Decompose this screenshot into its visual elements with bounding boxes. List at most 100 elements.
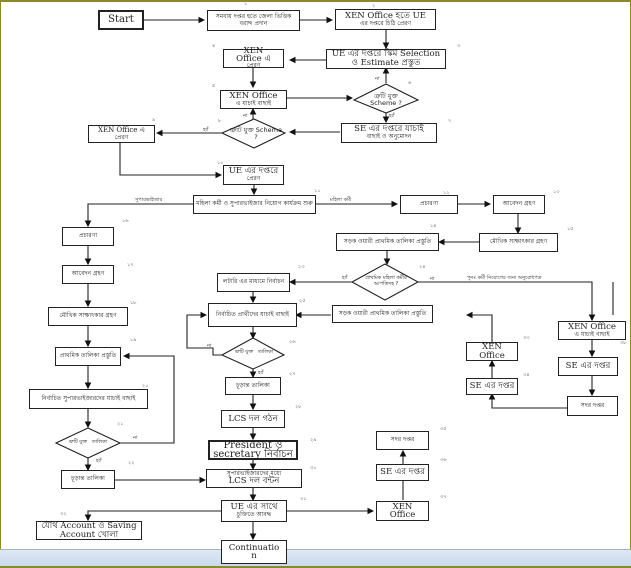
edge (488, 392, 567, 409)
node-label: Office (389, 510, 416, 520)
edge (84, 510, 221, 522)
node-label: সদর দপ্তর (580, 401, 605, 409)
node-label: LCS দল বন্টন (228, 476, 280, 487)
decision-label: ত্রুটি যুক্ত (68, 439, 88, 445)
edge (119, 143, 223, 179)
node-label: মৌখিক সাক্ষাৎকার গ্রহণ (59, 312, 117, 320)
node-sublabel: ও Estimate প্রস্তুত (351, 58, 421, 68)
step-number: ৩৮ (620, 340, 627, 346)
node-label: সড়ক ওয়ারী প্রাথমিক তালিকা প্রস্তুতি (338, 309, 427, 317)
decision-label: ? (254, 133, 258, 142)
node-campaign-right: প্রচারণা (400, 195, 458, 214)
node-application-right: আবেদন গ্রহণ (493, 195, 545, 214)
edge-label-no: না (243, 113, 248, 119)
node-se-office-right: SE এর দপ্তর (558, 357, 618, 376)
node-allocation: সমবায় দপ্তর হতে জেলা ভিত্তিক বরাদ্দ প্র… (207, 10, 300, 31)
edge-label-yes: হ্যাঁ (258, 370, 264, 376)
edge (120, 352, 175, 444)
step-number: ৩৫ (440, 426, 447, 432)
node-label: XEN Office (568, 321, 616, 332)
node-label: SE এর দপ্তর (380, 467, 425, 478)
step-number: ৩৬ (440, 457, 447, 463)
node-sublabel: এর দপ্তরে চিঠি প্রেরণ (359, 19, 412, 27)
node-selected-verify: নির্বাচিত প্রার্থীদের যাচাই বাছাই (208, 303, 297, 327)
node-sublabel: প্রেরণ (246, 175, 261, 183)
step-number: ৩২ (60, 511, 67, 517)
edge-label-no: না (133, 435, 138, 441)
decision-label: আপত্তিসহ ? (373, 280, 399, 287)
step-number: ১১ (314, 188, 321, 194)
edge-label-female-worker: মহিলা কর্মী (330, 197, 352, 203)
node-label: সড়ক ওয়ারী প্রাথমিক তালিকা প্রস্তুতি (343, 237, 432, 245)
step-number: ১৭ (127, 262, 134, 268)
step-number: ৩৭ (440, 494, 447, 500)
step-number: ২৫ (299, 298, 306, 304)
step-number: ৯ (152, 117, 156, 123)
decision-label: ত্রুটি যুক্ত (374, 92, 398, 100)
step-number: ১৬ (122, 218, 129, 224)
node-application-left: আবেদন গ্রহণ (62, 265, 114, 284)
edge-label-yes: হ্যাঁ (96, 458, 102, 464)
edge (465, 311, 493, 342)
start-node: Start (98, 10, 144, 30)
step-number: ৪ (212, 43, 216, 49)
step-number: ১৮ (130, 300, 137, 306)
step-number: ২৮ (295, 404, 302, 410)
step-number: ৩ (457, 43, 461, 49)
node-label: আবেদন গ্রহণ (71, 270, 105, 278)
node-primary-list-left: প্রাথমিক তালিকা প্রস্তুতি (55, 347, 121, 366)
node-label: SE এর দপ্তর (469, 381, 515, 392)
decision-label: Scheme ? (370, 99, 402, 108)
edge (186, 311, 222, 356)
node-label: মৌখিক সাক্ষাৎকার গ্রহণ (489, 238, 548, 246)
node-label: আবেদন গ্রহণ (502, 200, 536, 208)
node-ue-contract: UE এর সাথেচুক্তিতে আবদ্ধ (221, 500, 287, 522)
decision-faulty-scheme-1 (352, 83, 420, 114)
node-sublabel: প্রেরণ (246, 62, 261, 70)
step-number: ৩০ (310, 465, 317, 471)
decision-faulty-list-mid (220, 337, 286, 370)
decision-label: তালিকা (91, 439, 108, 445)
node-hq-bottom: সদর দপ্তর (376, 431, 429, 450)
step-number: ১৯ (130, 337, 137, 343)
node-campaign-left: প্রচারণা (62, 227, 114, 246)
step-number: ৩৩ (523, 335, 530, 341)
start-label: Start (108, 13, 134, 25)
node-label: XEN (243, 46, 264, 57)
node-sublabel: এ যাচাই বাছাই (235, 99, 272, 107)
step-number: ২২ (128, 460, 135, 466)
edge-label-no: না (430, 276, 435, 282)
node-lcs-distribution: সুপারভাইজারদের মধ্যেLCS দল বন্টন (206, 469, 302, 488)
node-label: SE এর দপ্তরে যাচাই (354, 124, 424, 135)
node-lottery: লটারি এর মাধ্যমে নির্বাচন (217, 273, 290, 292)
node-final-list-left: চূড়ান্ত তালিকা (61, 470, 115, 489)
decision-label: ত্রুটি যুক্ত (230, 126, 254, 134)
node-road-list-prep: সড়ক ওয়ারী প্রাথমিক তালিকা প্রস্তুতি (336, 233, 439, 251)
node-label: সদর দপ্তর (390, 436, 415, 444)
edge-label-no: না (375, 76, 380, 82)
node-label: প্রচারণা (419, 200, 439, 208)
step-number: ২৩ (298, 264, 305, 270)
step-number: ৮ (218, 118, 222, 124)
node-ue-send: UE এর দপ্তরেপ্রেরণ (223, 165, 284, 185)
node-label: n (251, 551, 257, 561)
step-number: ২৬ (289, 339, 296, 345)
decision-label: Scheme (255, 126, 282, 134)
node-label: Office এ (236, 53, 271, 64)
node-label: Account খোলা (59, 529, 119, 540)
step-number: ১২ (443, 190, 450, 196)
node-sublabel: বাছাই ও অনুমোদন (366, 133, 412, 141)
node-label: UE এর সাথে (230, 502, 278, 513)
node-sublabel: এ যাচাই বাছাই (574, 330, 610, 338)
node-road-list-prep-2: সড়ক ওয়ারী প্রাথমিক তালিকা প্রস্তুতি (332, 305, 433, 323)
